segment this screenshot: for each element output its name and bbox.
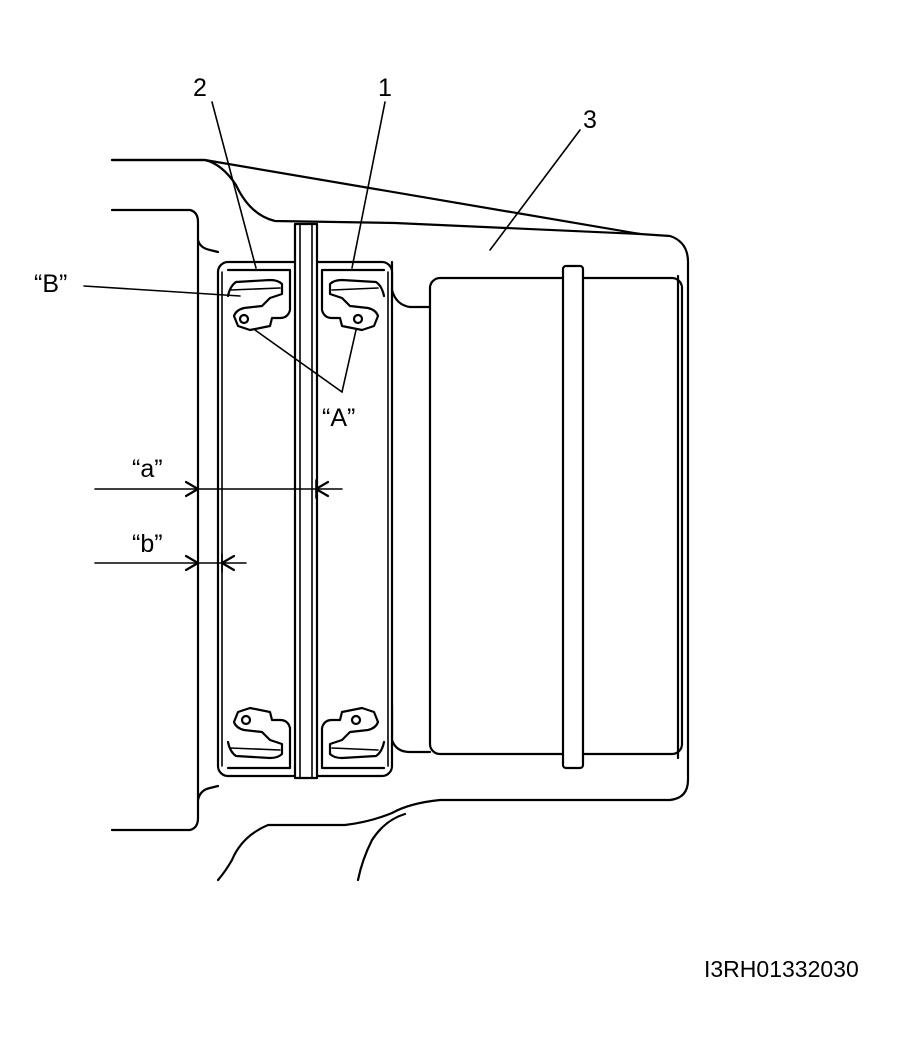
label-part-1: 1 (378, 74, 392, 102)
leader-part-3 (489, 129, 581, 251)
dimension-b (94, 553, 247, 573)
label-part-2: 2 (193, 74, 207, 102)
dimension-a (94, 479, 343, 499)
leader-part-2 (211, 101, 257, 269)
seal-1-bottom (320, 706, 386, 770)
label-A: “A” (322, 404, 355, 432)
figure-code: I3RH01332030 (704, 956, 859, 982)
label-part-3: 3 (583, 106, 597, 134)
label-dim-a: “a” (132, 455, 163, 483)
seal-1-top (320, 268, 386, 332)
label-B: “B” (34, 270, 67, 298)
seal-2-bottom (226, 706, 292, 770)
leader-A-right (341, 329, 357, 393)
center-shaft (293, 222, 319, 780)
leader-lines (83, 101, 581, 393)
leader-A-left (254, 329, 343, 393)
label-dim-b: “b” (132, 530, 163, 558)
housing-outline (110, 158, 690, 882)
seal-2-top (226, 268, 292, 332)
hub-bearing (428, 264, 684, 770)
leader-B (83, 285, 241, 297)
leader-part-1 (351, 101, 386, 269)
